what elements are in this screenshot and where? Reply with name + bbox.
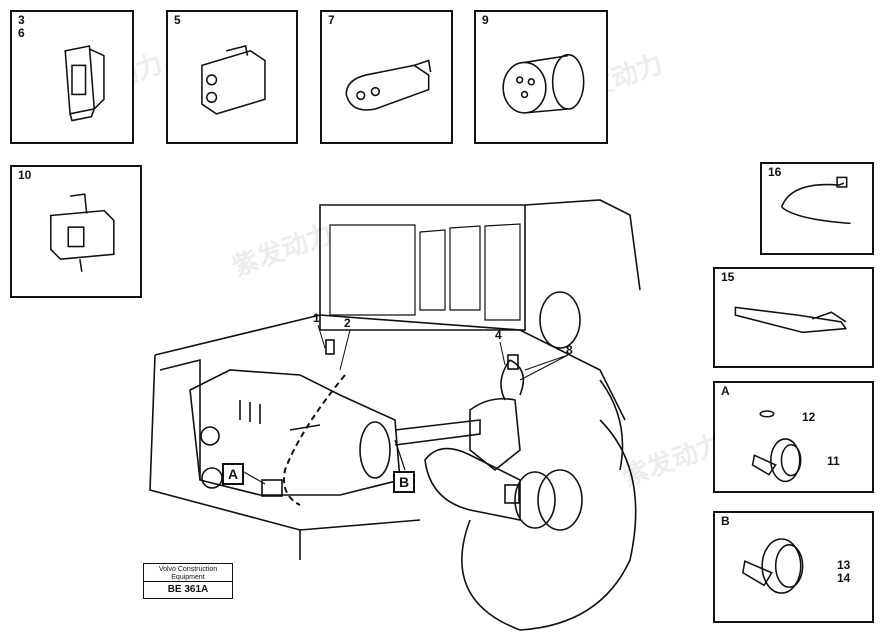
grommet-icon (751, 410, 802, 483)
connector-icon (502, 53, 585, 114)
box-number: 3 6 (18, 13, 25, 40)
connector-icon (50, 193, 115, 272)
detail-box-16: 16 (760, 162, 874, 255)
manufacturer-label: Volvo Construction Equipment (144, 564, 232, 582)
detail-marker-b[interactable]: B (393, 471, 415, 493)
connector-icon (345, 59, 432, 111)
box-number: A (721, 384, 730, 398)
clip-icon (734, 306, 848, 334)
callout-11: 11 (827, 454, 840, 468)
detail-box-b: B 13 14 (713, 511, 874, 623)
figure-code: BE 361A (167, 584, 209, 595)
cable-tie-icon (780, 176, 851, 225)
detail-marker-a[interactable]: A (222, 463, 244, 485)
figure-id-plate: Volvo Construction Equipment BE 361A (143, 563, 233, 599)
callout-4: 4 (495, 328, 502, 342)
box-number: 15 (721, 270, 735, 284)
callout-12: 12 (802, 410, 816, 424)
box-number: B (721, 514, 730, 528)
box-number: 5 (174, 13, 181, 27)
callout-13: 13 (837, 558, 851, 572)
connector-icon (201, 45, 266, 115)
detail-box-7: 7 (320, 10, 453, 144)
box-number: 16 (768, 165, 782, 179)
callout-8: 8 (566, 343, 573, 357)
detail-box-a: A 12 11 (713, 381, 874, 493)
callout-2: 2 (344, 316, 351, 330)
callout-14: 14 (837, 571, 851, 585)
detail-box-3-6: 3 6 (10, 10, 134, 144)
detail-box-10: 10 (10, 165, 142, 298)
detail-box-15: 15 (713, 267, 874, 368)
box-number: 10 (18, 168, 32, 182)
connector-icon (64, 45, 105, 122)
detail-box-5: 5 (166, 10, 298, 144)
box-number: 7 (328, 13, 335, 27)
callout-1: 1 (313, 311, 320, 325)
box-number: 9 (482, 13, 489, 27)
detail-box-9: 9 (474, 10, 608, 144)
grommet-icon (742, 538, 804, 594)
